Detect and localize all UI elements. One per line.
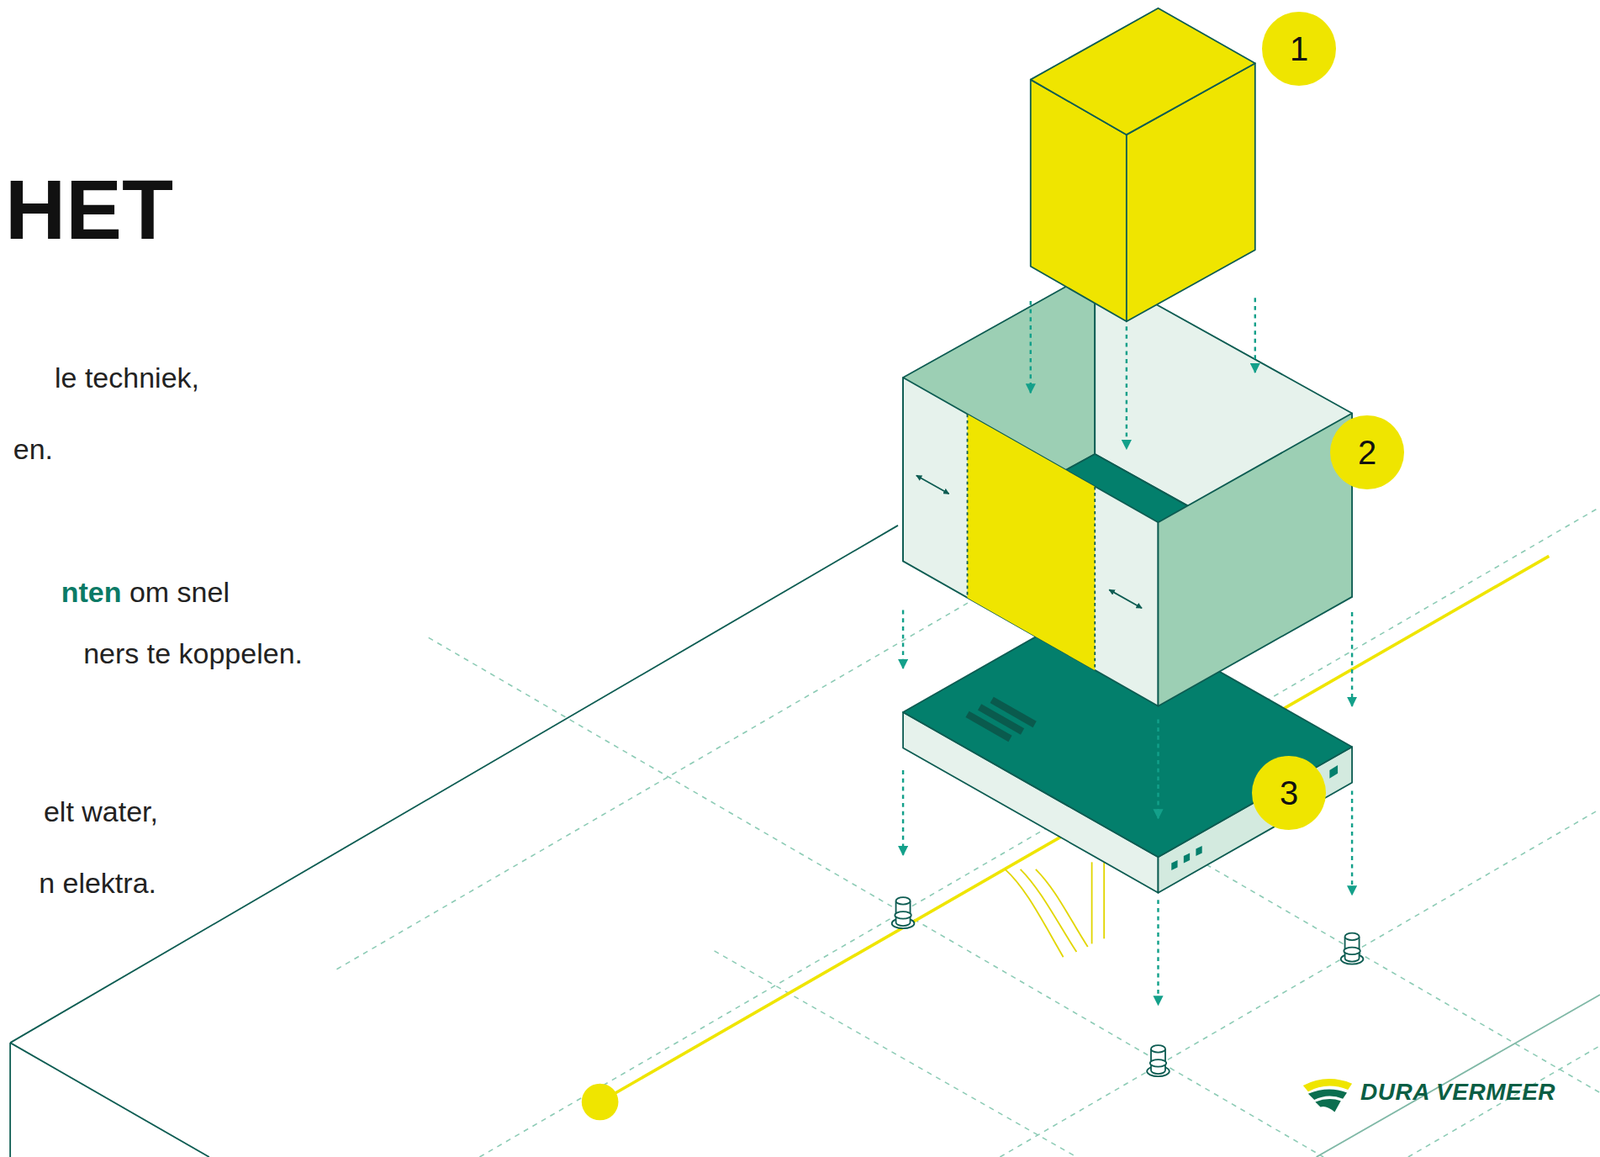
body-text-line: en. <box>13 433 53 466</box>
body-text: en. <box>13 433 53 466</box>
callout-number: 2 <box>1357 433 1377 471</box>
heading: HET <box>5 163 174 256</box>
title-wrap: HET <box>5 163 174 256</box>
yellow-cube <box>1030 8 1256 323</box>
body-text: om snel <box>129 575 230 609</box>
callout-circle: 3 <box>1251 755 1326 830</box>
body-text-line: elt water, <box>43 795 159 829</box>
grid-lines <box>337 506 1600 1157</box>
callout-number: 3 <box>1279 774 1299 812</box>
logo-text: DURA VERMEER <box>1360 1078 1556 1106</box>
body-text-line: le techniek, <box>54 361 200 395</box>
logo-wrap: DURA VERMEER <box>1360 1078 1556 1106</box>
body-text: ners te koppelen. <box>83 637 303 671</box>
body-text-line: n elektra. <box>38 866 157 900</box>
body-text-line: ners te koppelen. <box>83 637 303 671</box>
body-text-line: ntenom snel <box>61 575 230 609</box>
open-box <box>902 270 1352 707</box>
pegs <box>892 897 1364 1077</box>
slab-outline <box>10 525 1600 1157</box>
body-text: n elektra. <box>38 866 157 900</box>
body-text: le techniek, <box>54 361 200 395</box>
callout-circle: 1 <box>1262 11 1336 86</box>
body-text: elt water, <box>43 795 159 829</box>
assembly-arrows <box>902 297 1352 1005</box>
cables <box>1004 861 1104 957</box>
body-text: nten <box>61 575 122 609</box>
utility-dot <box>581 1083 619 1121</box>
logo-icon <box>1303 1078 1352 1112</box>
callout-circle: 2 <box>1330 415 1405 490</box>
callout-number: 1 <box>1289 30 1309 68</box>
